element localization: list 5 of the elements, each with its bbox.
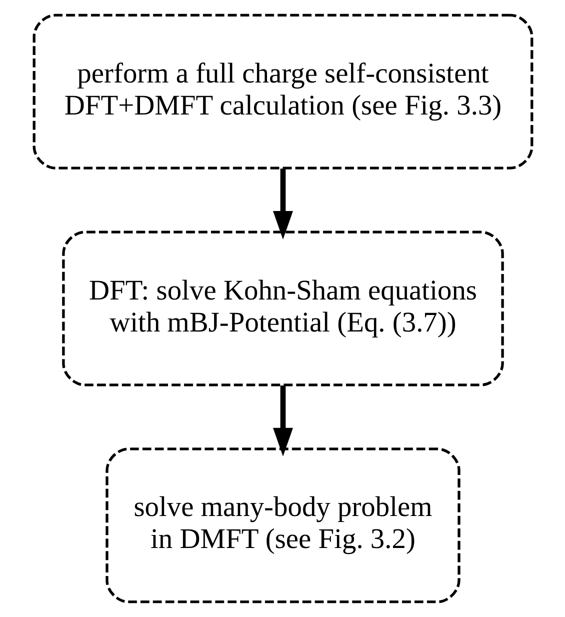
- node-box: solve many-body problem in DMFT (see Fig. 3.2): [105, 448, 460, 604]
- node-box: perform a full charge self-consistent DFT+DMFT calculation (see Fig. 3.3): [32, 14, 533, 170]
- arrow: [272, 386, 292, 456]
- node-box: DFT: solve Kohn-Sham equations with mBJ-Potential (Eq. (3.7)): [62, 230, 504, 386]
- arrow: [272, 168, 292, 240]
